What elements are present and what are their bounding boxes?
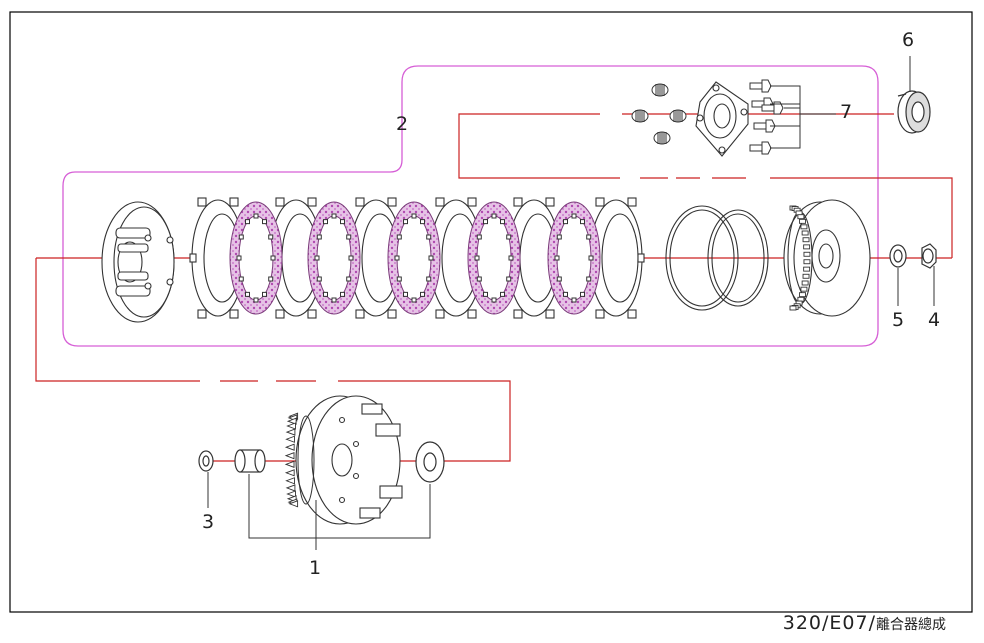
- clutch-center-hub: [783, 199, 871, 317]
- bolt-callout-bracket: [770, 85, 836, 149]
- hub-tooth: [802, 237, 810, 243]
- gear-tooth: [288, 500, 299, 508]
- bushing: [234, 449, 266, 473]
- clutch-center-teeth: [789, 205, 811, 311]
- friction-plate: [387, 201, 441, 315]
- bearing-part-6: [897, 90, 931, 134]
- callout-1: 1: [309, 557, 321, 579]
- gear-tooth: [285, 428, 296, 436]
- gear-tooth: [285, 477, 295, 485]
- gear-tooth: [286, 490, 296, 498]
- drawing-caption: 320/E07/離合器總成: [783, 612, 946, 634]
- lifter-bolt: [761, 101, 784, 115]
- hub-tooth: [801, 230, 809, 236]
- gear-tooth: [284, 452, 295, 460]
- friction-plate: [467, 201, 521, 315]
- hub-tooth: [803, 266, 811, 272]
- hub-tooth: [802, 273, 810, 279]
- gear-tooth: [284, 460, 295, 468]
- callout-4: 4: [928, 309, 940, 331]
- gear-tooth: [286, 417, 297, 425]
- callout-2: 2: [396, 113, 408, 135]
- callout-3: 3: [202, 511, 214, 533]
- housing-callout-bracket: [248, 474, 431, 539]
- lifter-bolt: [749, 79, 772, 93]
- leader-breaks: [200, 112, 770, 383]
- lifter-plate-part-7: [695, 81, 749, 157]
- gear-tooth: [284, 443, 295, 451]
- callout-5: 5: [892, 309, 904, 331]
- gear-rim: [297, 415, 315, 505]
- gear-tooth: [286, 422, 296, 430]
- hub-tooth: [799, 292, 806, 298]
- clutch-plate-group-outline: [62, 65, 879, 347]
- hub-tooth: [800, 286, 808, 292]
- clutch-springs: [631, 83, 687, 145]
- friction-plate: [307, 201, 361, 315]
- hub-tooth: [803, 244, 811, 250]
- drawing-title: 離合器總成: [876, 617, 946, 633]
- friction-plate: [229, 201, 283, 315]
- lifter-bolts: [749, 79, 784, 155]
- callout-7: 7: [840, 101, 852, 123]
- clutch-spring: [669, 109, 687, 123]
- primary-driven-gear: [284, 412, 315, 508]
- clutch-outer-housing: [295, 395, 403, 525]
- hub-tooth: [801, 280, 809, 286]
- thrust-washer: [415, 441, 445, 483]
- gear-tooth: [285, 435, 295, 443]
- drawing-code: 320/E07/: [782, 612, 876, 634]
- hub-tooth: [803, 259, 811, 265]
- hub-tooth: [803, 251, 811, 257]
- gear-tooth: [285, 484, 296, 492]
- clutch-plate-stack: [189, 197, 645, 319]
- lock-nut-part-4: [921, 243, 937, 269]
- callout-leaders: [207, 56, 935, 550]
- hub-tooth: [799, 218, 806, 224]
- washer-part-3: [198, 450, 214, 472]
- hub-tooth: [789, 305, 797, 311]
- clutch-spring-rings: [665, 205, 769, 311]
- callout-6: 6: [902, 29, 914, 51]
- gear-tooth: [284, 469, 295, 477]
- lifter-bolt: [749, 141, 772, 155]
- hub-tooth: [797, 214, 805, 220]
- clutch-spring: [631, 109, 649, 123]
- washer-part-5: [889, 244, 907, 268]
- hub-tooth: [800, 224, 808, 230]
- drawing-frame: [9, 11, 973, 613]
- pressure-plate: [101, 201, 175, 323]
- clutch-spring: [651, 83, 669, 97]
- clutch-spring: [653, 131, 671, 145]
- steel-plate: [587, 197, 645, 319]
- friction-plate: [547, 201, 601, 315]
